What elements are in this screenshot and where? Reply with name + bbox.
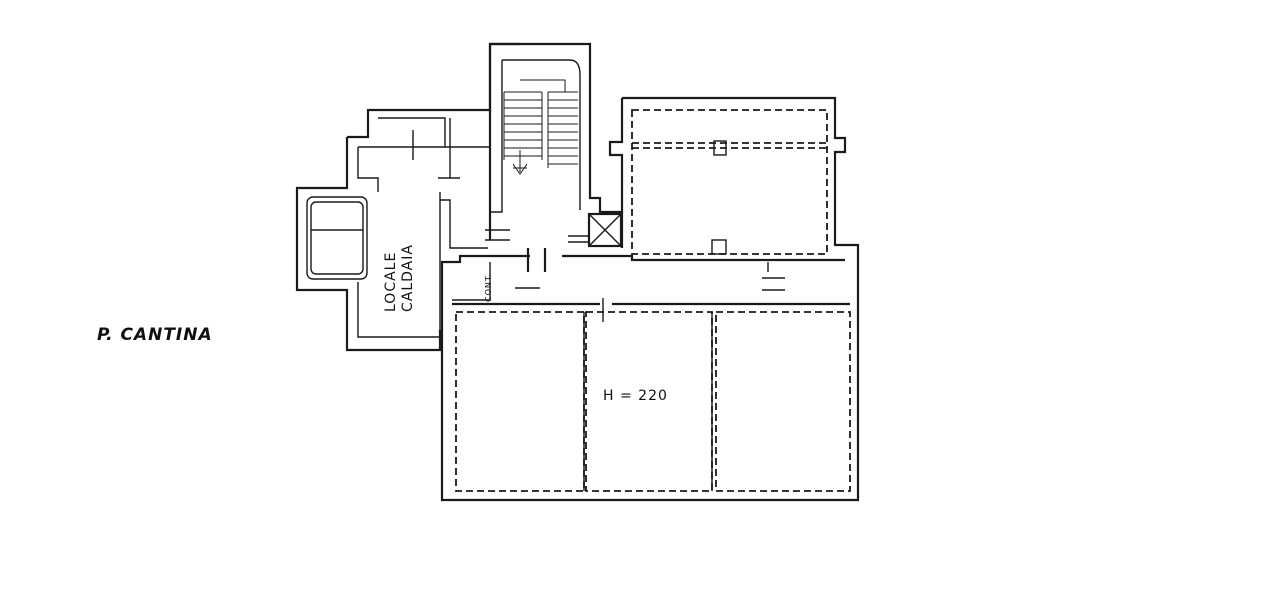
boiler-room: LOCALE CALDAIA	[295, 42, 520, 352]
height-note: H = 220	[603, 388, 668, 404]
cellar-3	[715, 311, 851, 492]
boiler-room-label-1: LOCALE	[383, 252, 399, 312]
stair-core	[485, 42, 624, 248]
corridor: CONT.	[452, 248, 845, 322]
cellars: H = 220	[452, 302, 851, 492]
cellar-1	[455, 311, 585, 492]
upper-right-room	[440, 96, 860, 502]
meters-label: CONT.	[484, 273, 493, 302]
service-shaft	[587, 212, 623, 248]
boiler-room-label-2: CALDAIA	[400, 244, 416, 312]
boiler-tank	[306, 196, 368, 280]
floor-label: P. CANTINA	[97, 325, 213, 345]
